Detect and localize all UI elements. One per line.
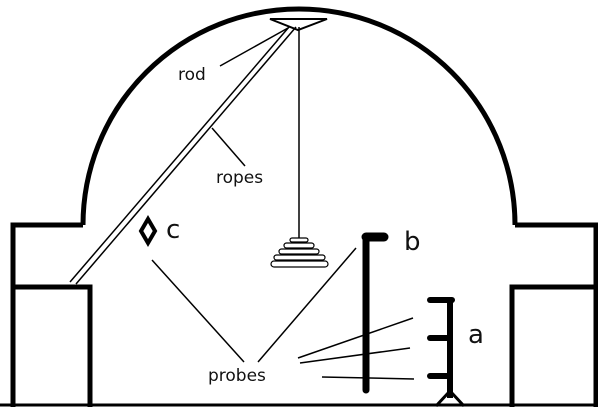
weight-2 xyxy=(283,242,315,249)
rope-2 xyxy=(75,26,297,285)
stacked-weights xyxy=(270,237,329,268)
label-a: a xyxy=(468,320,484,350)
leader-probe-a-1 xyxy=(297,317,414,359)
ropes xyxy=(69,26,297,285)
weight-1 xyxy=(289,237,309,243)
leader-probe-a-2 xyxy=(299,347,411,364)
rope-1 xyxy=(69,26,290,283)
probe-b xyxy=(361,232,389,394)
label-probes: probes xyxy=(208,366,266,386)
weight-3 xyxy=(278,248,320,255)
leader-probe-a-3 xyxy=(321,376,415,380)
leader-probe-b xyxy=(257,247,357,363)
left-wall-outline xyxy=(10,222,83,407)
leader-probe-c xyxy=(151,259,245,363)
label-c: c xyxy=(166,215,180,245)
left-doorway-frame xyxy=(13,284,93,407)
leader-ropes xyxy=(211,127,246,167)
right-doorway-frame xyxy=(509,284,596,407)
apex-fixture xyxy=(269,18,328,32)
dome-arc xyxy=(80,6,518,226)
probe-a-stand xyxy=(434,388,466,407)
leader-lines xyxy=(151,27,415,380)
weight-5 xyxy=(270,260,329,268)
probe-a xyxy=(427,297,466,407)
probe-c-diamond xyxy=(138,215,158,247)
building-outline xyxy=(0,6,598,407)
label-rod: rod xyxy=(178,65,206,85)
leader-rod xyxy=(219,27,289,67)
right-wall-outline xyxy=(515,222,598,407)
label-b: b xyxy=(404,227,421,257)
weight-4 xyxy=(273,254,326,261)
label-ropes: ropes xyxy=(216,168,263,188)
